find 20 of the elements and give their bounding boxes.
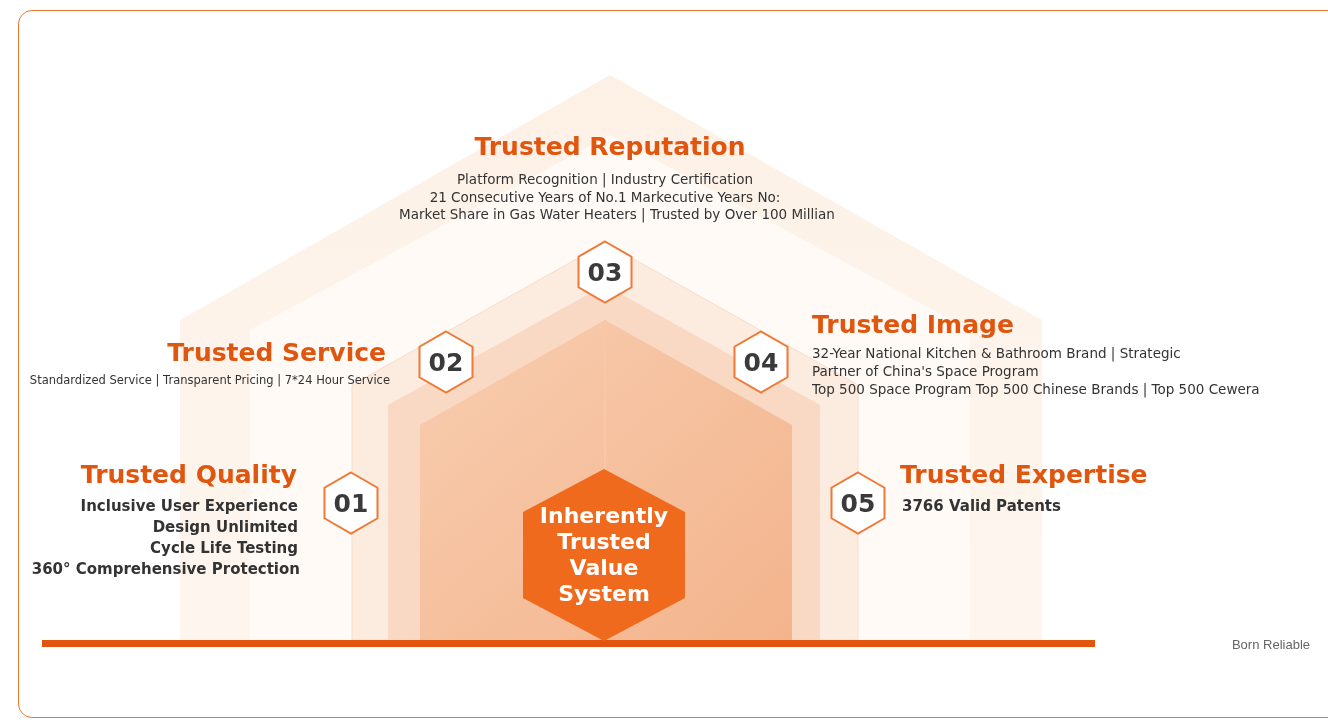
section-heading: Trusted Service — [167, 339, 386, 365]
number-hexagon: 03 — [577, 240, 633, 304]
number-hexagon: 02 — [418, 330, 474, 394]
section-heading: Trusted Reputation — [474, 133, 746, 159]
number-hexagon: 04 — [733, 330, 789, 394]
description-text: 360° Comprehensive Protection — [31, 561, 300, 577]
section-heading: Trusted Image — [812, 311, 1014, 337]
description-text: Cycle Life Testing — [150, 540, 298, 556]
number-hexagon: 01 — [323, 471, 379, 535]
section-heading: Trusted Expertise — [900, 461, 1148, 487]
number-hexagon: 05 — [830, 471, 886, 535]
description-text: Partner of China's Space Program — [812, 365, 1039, 379]
description-text: 3766 Valid Patents — [902, 498, 1061, 514]
description-text: Top 500 Space Program Top 500 Chinese Brands | Top 500 Cewera — [812, 383, 1260, 397]
description-text: Market Share in Gas Water Heaters | Trusted by Over 100 Millian — [399, 208, 835, 222]
slogan-text: Born Reliable — [1231, 637, 1310, 651]
core-hexagon: Inherently Trusted Value System — [523, 469, 685, 641]
description-text: 21 Consecutive Years of No.1 Markecutive Years No: — [429, 191, 781, 205]
description-text: Design Unlimited — [152, 519, 298, 535]
section-heading: Trusted Quality — [80, 461, 297, 487]
